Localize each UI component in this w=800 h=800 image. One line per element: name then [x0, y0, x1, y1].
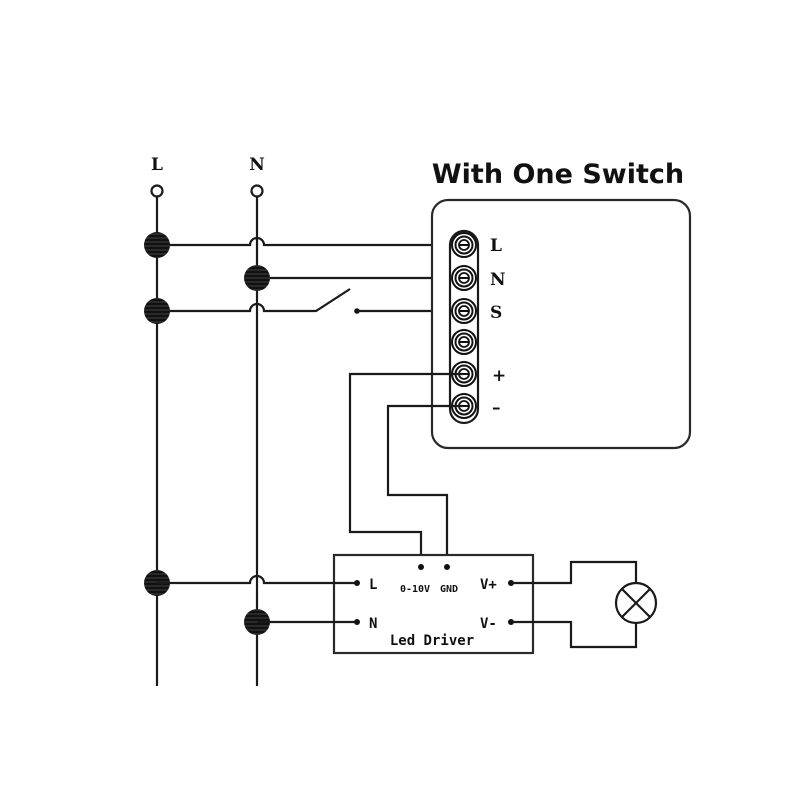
junction-dot-icon	[144, 232, 170, 258]
driver-label-vminus: V-	[480, 616, 497, 632]
supply-line-label: L	[151, 155, 163, 175]
junction-dot-icon	[244, 265, 270, 291]
screw-terminal-icon	[451, 329, 477, 355]
driver-l-terminal-icon	[354, 580, 360, 586]
driver-gnd-terminal-icon	[444, 564, 450, 570]
terminal-label-s: S	[490, 303, 502, 323]
wire-dim-positive	[348, 372, 463, 567]
wire-dim-negative	[386, 404, 463, 567]
lamp-icon	[614, 581, 658, 625]
screw-terminal-icon	[451, 265, 477, 291]
driver-label-l: L	[369, 577, 377, 593]
screw-terminal-icon	[451, 232, 477, 258]
wire-vminus-to-lamp	[511, 620, 638, 649]
driver-dim-terminal-icon	[418, 564, 424, 570]
terminal-label-plus: +	[492, 366, 506, 386]
terminal-label-minus: –	[492, 398, 501, 418]
wire-vplus-to-lamp	[511, 560, 638, 585]
dimmer-module	[430, 198, 692, 450]
terminal-label-l: L	[490, 236, 502, 256]
diagram-title: With One Switch	[432, 159, 684, 190]
led-driver	[332, 553, 535, 655]
driver-label-dim: 0-10V	[400, 584, 430, 595]
wire-line-to-driver	[157, 574, 357, 585]
driver-label-gnd: GND	[440, 584, 458, 595]
terminal-group	[451, 232, 477, 419]
switch-wire-in	[157, 288, 351, 313]
terminal-strip	[448, 229, 480, 425]
line-supply-terminal-icon	[150, 184, 164, 198]
terminal-label-n: N	[490, 270, 506, 290]
driver-n-terminal-icon	[354, 619, 360, 625]
screw-terminal-icon	[451, 298, 477, 324]
neutral-supply-terminal-icon	[250, 184, 264, 198]
driver-label-n: N	[369, 616, 377, 632]
junction-dot-icon	[144, 298, 170, 324]
screw-terminal-icon	[451, 361, 477, 387]
wire-line-to-module	[157, 236, 463, 247]
supply-neutral-label: N	[249, 155, 265, 175]
driver-label-vplus: V+	[480, 577, 497, 593]
driver-name: Led Driver	[390, 633, 474, 649]
